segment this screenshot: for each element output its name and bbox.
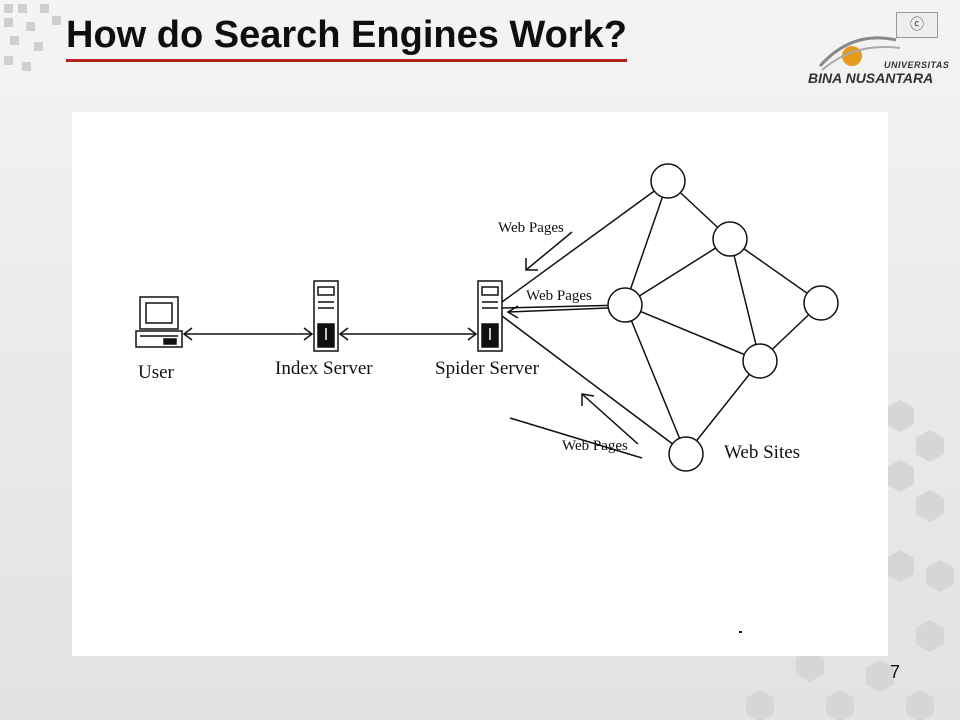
web-pages-label-middle: Web Pages	[526, 288, 592, 304]
web-pages-arrows	[506, 231, 643, 459]
web-site-node	[668, 436, 704, 472]
spider-server-icon	[477, 280, 503, 352]
connection-arrowheads	[182, 327, 478, 341]
diagram-panel: User Index Server Spider Server Web Page…	[72, 112, 888, 656]
web-site-node	[650, 163, 686, 199]
logo-text-name: BINA NUSANTARA	[808, 70, 934, 86]
search-engine-diagram	[135, 163, 839, 633]
page-number: 7	[890, 662, 901, 682]
logo-text-universitas: UNIVERSITAS	[884, 60, 950, 70]
page-title: How do Search Engines Work?	[66, 12, 627, 62]
web-site-node	[803, 285, 839, 321]
web-site-node	[742, 343, 778, 379]
web-site-nodes	[607, 163, 839, 472]
university-logo: ⓒ UNIVERSITAS BINA NUSANTARA	[800, 8, 950, 92]
stray-dot	[739, 631, 742, 633]
web-site-node	[607, 287, 643, 323]
computer-icon	[135, 296, 183, 348]
index-server-label: Index Server	[275, 358, 373, 379]
user-label: User	[138, 362, 174, 383]
index-server-icon	[313, 280, 339, 352]
badge-icon: ⓒ	[896, 12, 938, 38]
logo-emblem-icon	[818, 36, 901, 71]
web-sites-label: Web Sites	[724, 442, 801, 463]
spider-server-label: Spider Server	[435, 358, 539, 379]
web-pages-label-top: Web Pages	[498, 220, 564, 236]
web-pages-label-bottom: Web Pages	[562, 438, 628, 454]
web-site-node	[712, 221, 748, 257]
decorative-squares	[0, 0, 70, 80]
